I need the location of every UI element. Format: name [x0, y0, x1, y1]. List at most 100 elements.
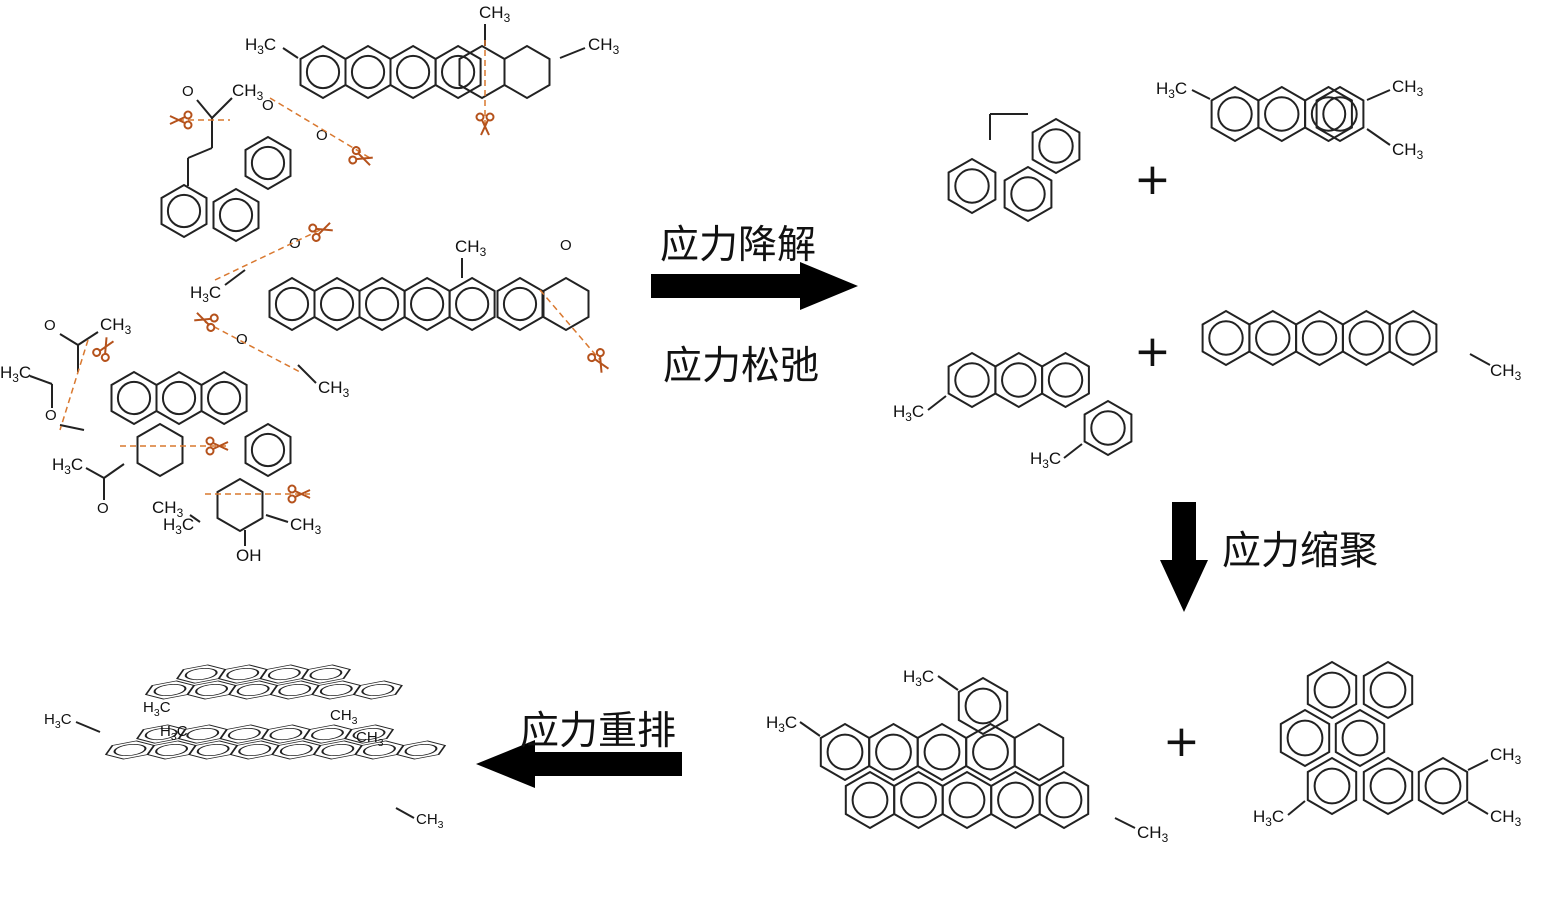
benzene-ring: [957, 676, 1009, 736]
aromatic-circle: [352, 727, 386, 741]
chem-label: CH3: [232, 81, 264, 103]
aromatic-circle: [502, 286, 538, 322]
aromatic-circle: [144, 727, 178, 741]
bond-line: [1191, 89, 1211, 100]
scissors-icon: [348, 146, 373, 166]
label-degradation: 应力降解: [660, 223, 817, 268]
benzene-ring: [229, 740, 280, 760]
aromatic-circle: [166, 193, 202, 229]
benzene-ring: [448, 276, 496, 332]
benzene-ring: [1315, 85, 1365, 143]
benzene-ring: [1038, 770, 1090, 830]
chem-label: H3C: [52, 455, 83, 477]
benzene-ring: [302, 724, 353, 744]
chem-label: H3C: [1253, 807, 1284, 829]
benzene-ring: [176, 664, 227, 684]
benzene-ring: [542, 276, 590, 332]
aromatic-circle: [364, 286, 400, 322]
aromatic-circle: [954, 362, 990, 398]
aromatic-circle: [997, 781, 1034, 819]
chem-label: CH3: [356, 729, 384, 749]
aromatic-circle: [1424, 767, 1462, 805]
aromatic-circle: [1286, 719, 1324, 757]
benzene-ring: [259, 664, 310, 684]
aromatic-circle: [923, 733, 961, 771]
aromatic-circle: [875, 733, 912, 771]
chem-label: O: [182, 83, 194, 100]
benzene-ring: [269, 680, 320, 700]
benzene-ring: [186, 680, 237, 700]
bond-line: [799, 721, 821, 737]
bond-line: [395, 807, 415, 819]
aromatic-circle: [409, 286, 445, 322]
benzene-ring: [136, 422, 184, 478]
aromatic-circle: [226, 667, 260, 681]
aromatic-circle: [1217, 96, 1253, 132]
chem-label: CH3: [290, 515, 322, 537]
aromatic-circle: [274, 286, 310, 322]
chem-label: CH3: [1490, 361, 1522, 383]
scissors-icon: [587, 348, 610, 373]
benzene-ring: [104, 740, 156, 760]
cleavage-line: [204, 321, 301, 373]
aromatic-circle: [1090, 410, 1126, 446]
bond-line: [1469, 353, 1491, 366]
aromatic-circle: [269, 727, 303, 741]
chem-label: O: [289, 235, 301, 252]
chem-label: CH3: [1137, 823, 1169, 845]
chem-label: CH3: [588, 35, 620, 57]
benzene-ring: [271, 740, 322, 760]
benzene-ring: [1334, 708, 1386, 768]
benzene-ring: [244, 135, 292, 191]
cleavage-line: [59, 339, 89, 431]
bond-line: [1114, 817, 1136, 829]
aromatic-circle: [1010, 176, 1046, 212]
bond-line: [1366, 89, 1391, 101]
aromatic-circle: [1047, 362, 1084, 398]
aromatic-circle: [116, 380, 152, 416]
bond-line: [196, 99, 213, 119]
chem-label: O: [44, 317, 56, 334]
aromatic-circle: [238, 743, 272, 757]
chem-label: H3C: [160, 723, 188, 743]
benzene-ring: [1031, 117, 1081, 175]
aromatic-circle: [1313, 767, 1351, 805]
aromatic-circle: [1369, 671, 1407, 709]
chem-label: H3C: [245, 35, 276, 57]
chem-label: O: [560, 237, 572, 254]
benzene-ring: [216, 477, 264, 533]
aromatic-circle: [153, 683, 187, 697]
benzene-ring: [1013, 722, 1065, 782]
benzene-ring: [1003, 165, 1053, 223]
bond-line: [265, 514, 289, 523]
benzene-ring: [244, 422, 292, 478]
benzene-ring: [311, 680, 362, 700]
chem-label: H3C: [163, 515, 194, 537]
aromatic-circle: [1264, 96, 1300, 132]
bond-line: [85, 467, 105, 479]
chem-label: CH3: [416, 811, 444, 831]
aromatic-circle: [948, 781, 986, 819]
bond-line: [59, 424, 85, 431]
aromatic-circle: [1395, 320, 1431, 356]
bond-line: [189, 514, 201, 523]
aromatic-circle: [395, 54, 431, 90]
benzene-ring: [1041, 351, 1090, 409]
bond-line: [1366, 128, 1391, 146]
bond-line: [1287, 800, 1306, 816]
bond-line: [937, 675, 959, 691]
chem-label: H3C: [1030, 449, 1061, 471]
aromatic-circle: [250, 432, 286, 468]
benzene-ring: [343, 724, 395, 744]
plus-sign-3: +: [1163, 716, 1200, 767]
scissors-icon: [92, 337, 115, 362]
chem-label: H3C: [1156, 79, 1187, 101]
aromatic-circle: [1369, 767, 1407, 805]
arrow-left: [476, 740, 682, 788]
aromatic-circle: [826, 733, 864, 771]
